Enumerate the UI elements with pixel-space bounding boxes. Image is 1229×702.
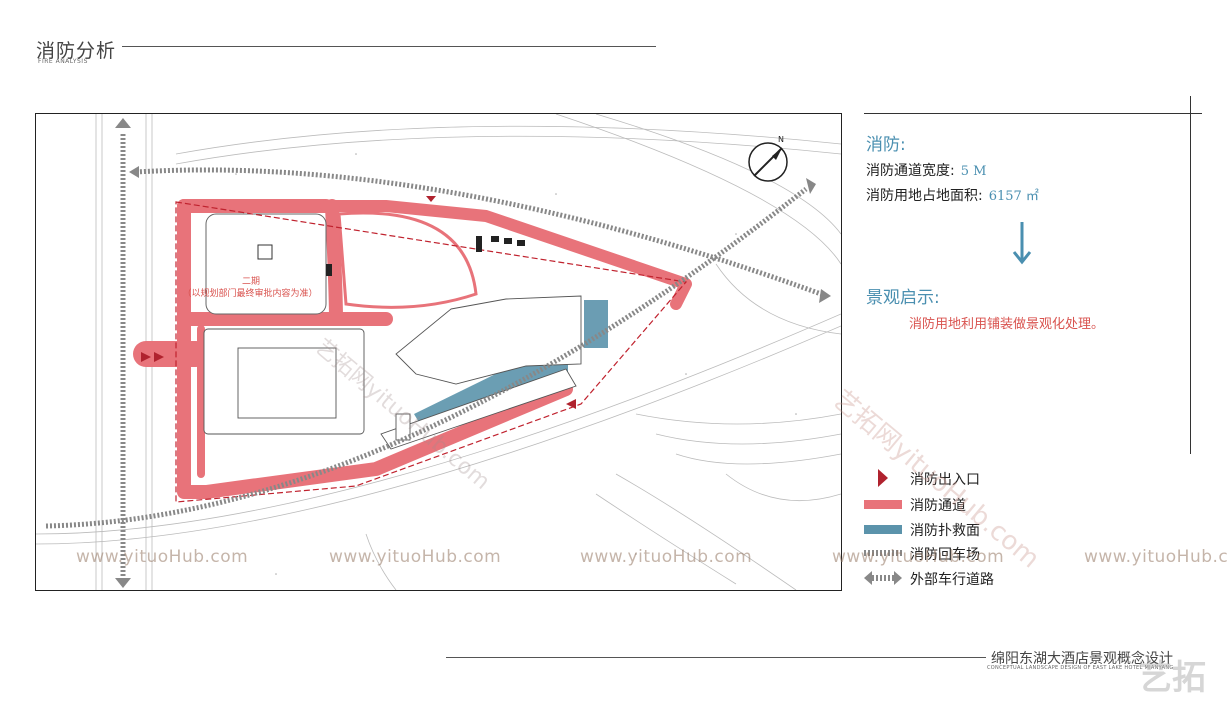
fire-area-stat: 消防用地占地面积: 6157 ㎡ [866,185,1039,205]
fire-lane-swatch [864,500,902,509]
phase-label: 二期 [242,276,260,287]
project-subtitle: CONCEPTUAL LANDSCAPE DESIGN OF EAST LAKE… [987,665,1174,671]
header-divider [122,46,656,47]
fire-area-label: 消防用地占地面积: [866,188,983,204]
logo-text: 艺拓 [1138,658,1206,695]
rescue-area-swatch [864,525,902,534]
svg-text:N: N [778,135,784,144]
page-title: 消防分析 [36,40,117,62]
site-plan: 二期 （以规划部门最终审批内容为准） N [35,113,842,591]
landscape-section-title: 景观启示: [866,288,940,308]
lane-width-label: 消防通道宽度: [866,163,955,179]
legend-fire-entry: 消防出入口 [864,468,1064,488]
fire-section-title: 消防: [866,135,906,155]
lane-width-stat: 消防通道宽度: 5 M [866,160,986,180]
external-road [45,134,822,576]
watermark-text: www.yituoHub.com [580,547,753,567]
landscape-note: 消防用地利用铺装做景观化处理。 [909,317,1105,332]
fire-lane [177,199,573,499]
panel-vertical-divider [1190,96,1191,454]
legend-fire-lane: 消防通道 [864,494,1064,514]
watermark-text: www.yituoHub.com [329,547,502,567]
watermark-text: www.yituoHub.com [76,547,249,567]
fire-entry-icon [878,469,888,487]
fire-entry-markers [141,196,576,409]
legend-label: 外部车行道路 [910,572,994,588]
external-road-icon [864,571,902,585]
legend-rescue-area: 消防扑救面 [864,519,1064,539]
lane-width-value: 5 M [960,164,987,179]
page-subtitle: FIRE ANALYSIS [38,58,88,65]
rescue-area-block [584,300,608,348]
watermark-text: www.yituoHub.com [832,547,1005,567]
site-plan-drawing: 二期 （以规划部门最终审批内容为准） N [36,114,841,590]
footer-divider [446,657,986,658]
north-compass: N [748,135,788,182]
panel-divider [864,113,1202,114]
legend-label: 消防出入口 [910,472,980,488]
project-title: 绵阳东湖大酒店景观概念设计 [991,651,1173,667]
legend-label: 消防扑救面 [910,523,980,539]
watermark-text: www.yituoHub.com [1084,547,1229,567]
legend-label: 消防回车场 [910,547,980,563]
logo-mark: 艺拓 [1138,658,1206,695]
legend-label: 消防通道 [910,498,966,514]
legend-turnaround: 消防回车场 [864,543,1064,563]
legend-external-road: 外部车行道路 [864,568,1064,588]
arrow-down-icon [1012,222,1032,265]
phase-note: （以规划部门最终审批内容为准） [182,287,317,299]
fire-area-value: 6157 ㎡ [988,189,1039,204]
